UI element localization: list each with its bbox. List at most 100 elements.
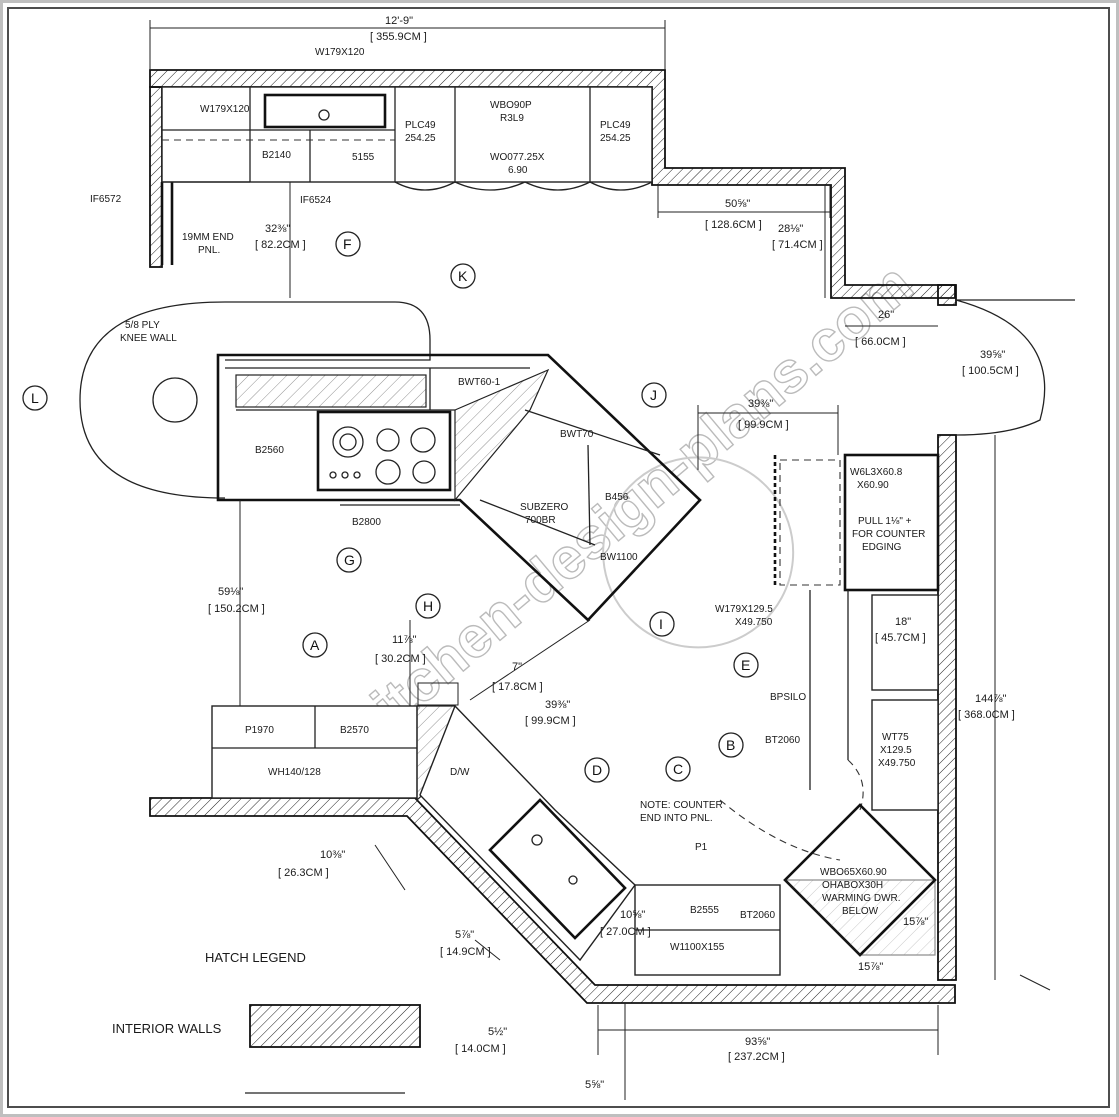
dim-left-aisle-cm: [ 82.2CM ] (255, 239, 306, 251)
dim-bottom-total: 93⅝" (745, 1036, 770, 1048)
label-bt2060: BT2060 (765, 735, 800, 746)
tag-f: F (335, 231, 361, 257)
dim-seven: 7" (512, 661, 522, 673)
svg-text:BELOW: BELOW (842, 906, 879, 917)
label-wtall: W6L3X60.8 (850, 467, 903, 478)
svg-text:G: G (344, 552, 355, 568)
label-w-top-2: W179X120 (315, 47, 365, 58)
dim-bottom-10-cm: [ 26.3CM ] (278, 867, 329, 879)
svg-text:A: A (310, 637, 320, 653)
label-b2560: B2560 (255, 445, 284, 456)
label-wt75: WT75 (882, 732, 909, 743)
svg-text:END INTO PNL.: END INTO PNL. (640, 813, 713, 824)
dim-corner-15b: 15⅞" (858, 961, 883, 973)
elevation-tags: A B C D E F G H I J K L (22, 231, 759, 783)
left-end-panel: IF6572 19MM END PNL. (90, 181, 250, 265)
tag-g: G (336, 547, 362, 573)
top-cabinet-run: W179X120 5155 B2140 PLC49 254.25 PLC49 2… (161, 86, 653, 206)
tag-c: C (665, 756, 691, 782)
dim-tiny: 5⅝" (585, 1079, 604, 1091)
cooktop (316, 410, 452, 492)
label-corner-1: WBO65X60.90 (820, 867, 887, 878)
svg-text:KNEE WALL: KNEE WALL (120, 333, 177, 344)
label-w1100: W1100X155 (670, 942, 725, 953)
dim-bottom-5: 5⅞" (455, 929, 474, 941)
svg-text:700BR: 700BR (525, 515, 556, 526)
dim-right-total-cm: [ 368.0CM ] (958, 709, 1015, 721)
dim-door-39-cm: [ 100.5CM ] (962, 365, 1019, 377)
bottom-left-run: P1970 B2570 WH140/128 D/W (211, 704, 636, 962)
dim-right-total: 144⅞" (975, 693, 1007, 705)
tag-e: E (733, 652, 759, 678)
label-plc49-right: PLC49 (600, 120, 631, 131)
left-top-return (149, 86, 163, 268)
label-filler-mid: IF6524 (300, 195, 332, 206)
label-note-1: NOTE: COUNTER (640, 800, 723, 811)
label-w179b: W179X129.5 (715, 604, 773, 615)
svg-text:C: C (673, 761, 683, 777)
dim-bottom-5-cm: [ 14.9CM ] (440, 946, 491, 958)
dim-bottom-10: 10⅜" (320, 849, 345, 861)
dim-gap-11: 11⅞" (392, 634, 417, 646)
label-end-panel: 19MM END (182, 232, 234, 243)
hatch-legend: HATCH LEGEND INTERIOR WALLS (112, 950, 421, 1094)
svg-text:X49.750: X49.750 (735, 617, 773, 628)
right-wall (937, 434, 957, 981)
svg-text:X129.5: X129.5 (880, 745, 912, 756)
dim-small-10-cm: [ 27.0CM ] (600, 926, 651, 938)
tag-j: J (641, 382, 667, 408)
label-b2555: B2555 (690, 905, 719, 916)
label-pull: PULL 1⅛" + (858, 516, 912, 527)
watermark-text: kitchen-design-plans.com (335, 251, 925, 761)
dim-five-half: 5½" (488, 1026, 507, 1038)
dim-diag-39-cm: [ 99.9CM ] (525, 715, 576, 727)
svg-text:254.25: 254.25 (600, 133, 631, 144)
tag-i: I (649, 611, 675, 637)
svg-text:L: L (31, 390, 39, 406)
dim-gap-11-cm: [ 30.2CM ] (375, 653, 426, 665)
prep-sink (488, 798, 627, 940)
svg-text:254.25: 254.25 (405, 133, 436, 144)
dim-aisle-39: 39⅜" (748, 398, 773, 410)
right-wall-stub (937, 284, 957, 306)
label-bwt70: BWT70 (560, 429, 594, 440)
label-bw1100: BW1100 (600, 552, 638, 563)
dim-corner-26-cm: [ 66.0CM ] (855, 336, 906, 348)
label-bt2060b: BT2060 (740, 910, 775, 921)
legend-interior-walls: INTERIOR WALLS (112, 1021, 222, 1036)
stool-circle (152, 377, 198, 423)
label-wo: WO077.25X (490, 152, 545, 163)
label-b2570: B2570 (340, 725, 369, 736)
dim-bottom-total-cm: [ 237.2CM ] (728, 1051, 785, 1063)
svg-text:FOR COUNTER: FOR COUNTER (852, 529, 925, 540)
svg-text:WARMING DWR.: WARMING DWR. (822, 893, 901, 904)
dim-five-half-cm: [ 14.0CM ] (455, 1043, 506, 1055)
dim-right-jog-cm: [ 128.6CM ] (705, 219, 762, 231)
svg-text:K: K (458, 268, 468, 284)
bottom-right-run: B2555 BT2060 W1100X155 WBO65X60.90 OHABO… (634, 799, 937, 976)
bottom-left-wall (149, 797, 956, 1004)
tag-b: B (718, 732, 744, 758)
svg-text:F: F (343, 236, 352, 252)
dim-right-depth: 28⅛" (778, 223, 803, 235)
label-wbo: WBO90P (490, 100, 532, 111)
label-bpsilo: BPSILO (770, 692, 806, 703)
label-p1970: P1970 (245, 725, 274, 736)
right-wall-units: W6L3X60.8 X60.90 PULL 1⅛" + FOR COUNTER … (715, 299, 1075, 811)
svg-text:H: H (423, 598, 433, 614)
dimension-lines: 12'-9" [ 355.9CM ] W179X120 50⅝" [ 128.6… (149, 15, 1051, 1100)
svg-text:X60.90: X60.90 (857, 480, 889, 491)
dim-right-depth-cm: [ 71.4CM ] (772, 239, 823, 251)
svg-text:D: D (592, 762, 602, 778)
label-b456: B456 (605, 492, 629, 503)
dim-top-total-cm: [ 355.9CM ] (370, 31, 427, 43)
tag-a: A (302, 632, 328, 658)
tag-d: D (584, 757, 610, 783)
dim-corner-15a: 15⅞" (903, 916, 928, 928)
door-swing (955, 299, 1075, 436)
tag-l: L (22, 385, 48, 411)
dim-top-total: 12'-9" (385, 15, 413, 27)
label-w-top: W179X120 (200, 104, 250, 115)
